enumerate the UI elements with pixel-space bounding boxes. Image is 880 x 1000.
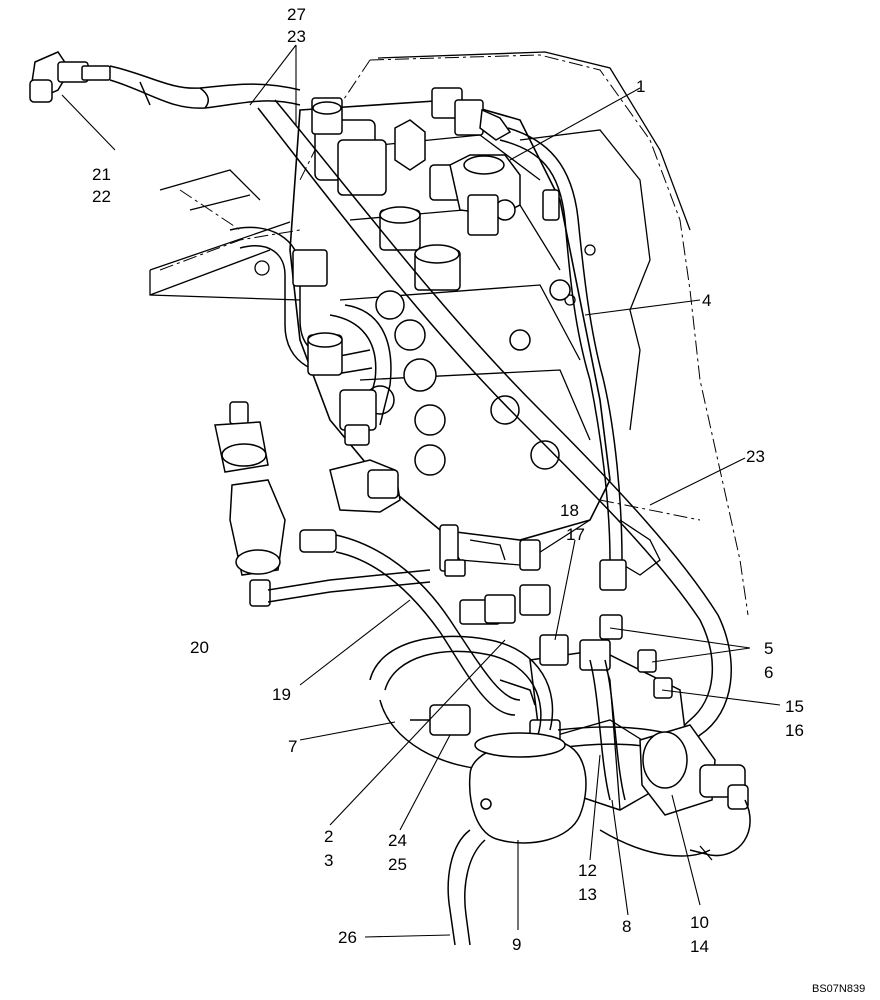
callout-10: 10	[690, 913, 709, 932]
misc-fittings	[439, 524, 541, 577]
callout-12: 12	[578, 861, 597, 880]
solenoid-10	[599, 724, 751, 861]
callout-14: 14	[690, 937, 709, 956]
callout-20: 20	[190, 638, 209, 657]
return-hose-assembly	[29, 51, 301, 109]
callout-3: 3	[324, 851, 333, 870]
pilot-fitting-assembly	[311, 87, 521, 236]
callout-19: 19	[272, 685, 291, 704]
tube-manifold	[229, 226, 401, 513]
callout-17: 17	[566, 525, 585, 544]
hose-19	[299, 529, 536, 716]
callout-21: 21	[92, 165, 111, 184]
callout-16: 16	[785, 721, 804, 740]
accumulator-9	[447, 732, 587, 946]
callout-13: 13	[578, 885, 597, 904]
chassis-frame	[149, 51, 749, 616]
callout-27: 27	[287, 5, 306, 24]
pressure-switch-20	[214, 401, 431, 607]
callout-24: 24	[388, 831, 407, 850]
callout-6: 6	[764, 663, 773, 682]
callout-5: 5	[764, 639, 773, 658]
callout-18: 18	[560, 501, 579, 520]
callout-26: 26	[338, 928, 357, 947]
callout-8: 8	[622, 917, 631, 936]
callout-9: 9	[512, 935, 521, 954]
callout-22: 22	[92, 187, 111, 206]
callout-15: 15	[785, 697, 804, 716]
callout-23-right: 23	[746, 447, 765, 466]
drawing-code: BS07N839	[812, 983, 865, 995]
callout-2: 2	[324, 827, 333, 846]
callout-23: 23	[287, 27, 306, 46]
pilot-hose-4	[499, 127, 627, 591]
callout-7: 7	[288, 737, 297, 756]
callout-labels: 27 23 21 22 1 4 23 18 17 20 5 6 15 16 19…	[92, 5, 865, 995]
callout-4: 4	[702, 291, 711, 310]
callout-25: 25	[388, 855, 407, 874]
leader-lines	[61, 44, 781, 938]
callout-1: 1	[636, 77, 645, 96]
